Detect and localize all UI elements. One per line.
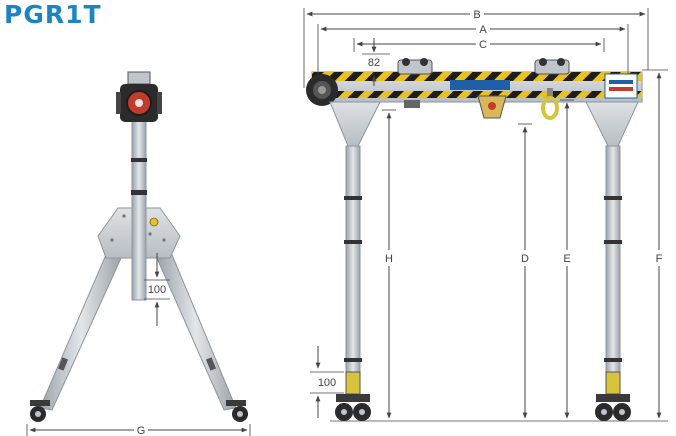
side-height-adjust-dimension: 100: [144, 253, 170, 326]
front-view: B A C 82 H: [303, 8, 668, 422]
dimension-offset: 82: [362, 38, 390, 86]
side-view-caster-left: [30, 400, 50, 422]
dimension-a-label: A: [479, 24, 487, 36]
front-caster-right: [595, 394, 631, 421]
lifting-shackle: [541, 88, 559, 120]
dimension-h: H: [382, 109, 396, 419]
frame-left: [329, 101, 381, 395]
warning-label-icon: [149, 217, 159, 227]
base-width-dimension: G: [26, 424, 251, 436]
trolley-left: [397, 58, 433, 108]
side-view-legs: [39, 249, 237, 411]
front-caster-left: [335, 394, 371, 421]
page-title: PGR1T: [4, 0, 102, 29]
dimension-offset-label: 82: [368, 57, 380, 69]
side-view-caster-right: [226, 400, 248, 422]
dimension-f-label: F: [656, 253, 663, 265]
dimension-c: C: [353, 38, 605, 52]
front-height-adjust-dimension: 100: [310, 346, 344, 418]
dimension-d-label: D: [521, 253, 529, 265]
frame-right: [585, 101, 639, 395]
base-width-label: G: [137, 425, 146, 436]
brand-label-icon: [450, 80, 510, 90]
center-clamp: [477, 95, 507, 119]
side-view-trolley: [116, 71, 162, 122]
dimension-e: E: [560, 99, 574, 419]
side-view: 100 G: [26, 71, 251, 436]
trolley-right: [534, 58, 570, 75]
dimension-b: B: [303, 8, 649, 88]
front-height-adjust-label: 100: [318, 377, 336, 389]
capacity-label-icon: [604, 73, 638, 99]
gantry-beam: [311, 71, 643, 103]
dimension-c-label: C: [479, 39, 487, 51]
dimension-a: A: [317, 24, 629, 74]
dimension-e-label: E: [563, 253, 570, 265]
side-view-mast: [131, 111, 147, 301]
dimension-d: D: [518, 123, 532, 419]
dimension-b-label: B: [473, 9, 480, 21]
beam-end-cap: [306, 74, 338, 106]
dimension-f: F: [642, 69, 668, 419]
dimension-h-label: H: [385, 253, 393, 265]
side-height-adjust-label: 100: [148, 284, 166, 296]
